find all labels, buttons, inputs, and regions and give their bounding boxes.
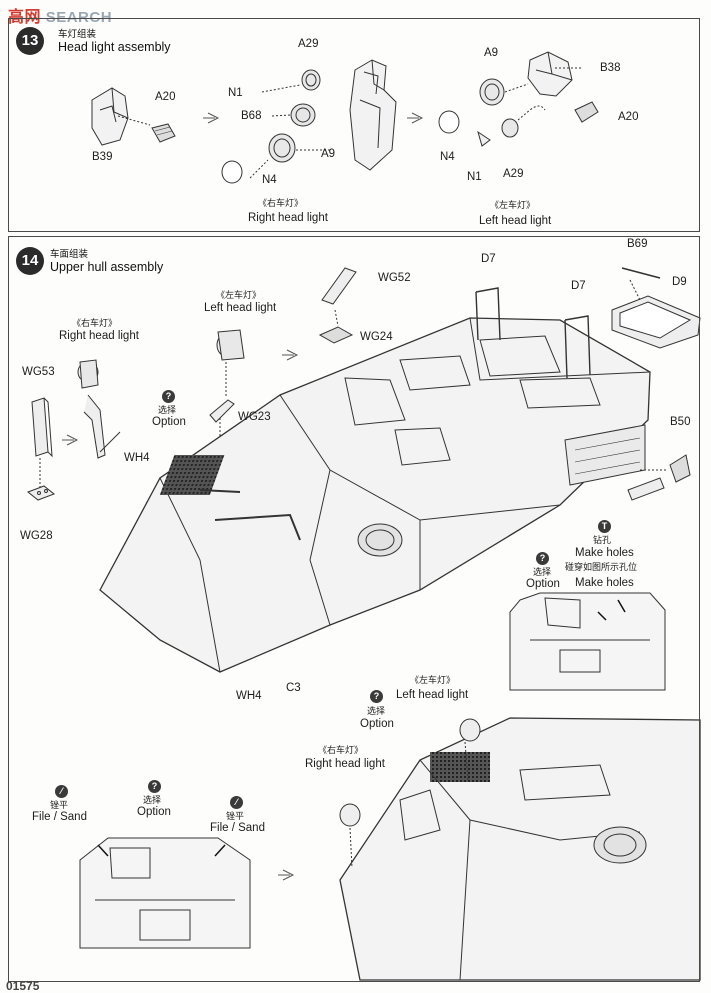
- option-badge-4: ?: [148, 780, 161, 793]
- drill-badge: T: [598, 520, 611, 533]
- step13-number: 13: [16, 27, 44, 55]
- label-wg53: WG53: [22, 366, 55, 378]
- file-sand-inset-drawing: [79, 837, 251, 949]
- option-badge-1: ?: [162, 390, 175, 403]
- make-holes-en: Make holes: [575, 547, 634, 559]
- option-cn-4: 选择: [143, 796, 162, 806]
- right-headlight-assy-drawing: [221, 59, 397, 184]
- option-en-4: Option: [137, 806, 171, 818]
- label-b50: B50: [670, 416, 691, 428]
- option-cn-1: 选择: [158, 406, 177, 416]
- label-b69: B69: [627, 238, 648, 250]
- watermark: 高网 SEARCH: [8, 9, 113, 26]
- part-a20-drawing: [151, 123, 176, 143]
- part-b39-drawing: [91, 87, 151, 146]
- step14-right-light-en-bottom: Right head light: [305, 758, 385, 770]
- left-headlight-assy-drawing: [438, 51, 599, 147]
- label-b38: B38: [600, 62, 621, 74]
- step14-left-light-cn-top: 《左车灯》: [216, 291, 262, 301]
- option-cn-3: 选择: [367, 707, 386, 717]
- label-b68: B68: [241, 110, 262, 122]
- label-a9-left: A9: [484, 47, 499, 59]
- label-a29-left: A29: [503, 168, 524, 180]
- label-a9-right: A9: [321, 148, 336, 160]
- step14-left-light-en-top: Left head light: [204, 302, 277, 314]
- file-cn-2: 锉平: [226, 812, 245, 822]
- upper-hull-drawing: [99, 317, 651, 673]
- step14-right-light-cn-top: 《右车灯》: [72, 319, 118, 329]
- label-wg24: WG24: [360, 331, 393, 343]
- file-badge-1: ⁄: [55, 785, 68, 798]
- option-en-1: Option: [152, 416, 186, 428]
- option-en-3: Option: [360, 718, 394, 730]
- label-d7-b: D7: [571, 280, 586, 292]
- step14-number: 14: [16, 247, 44, 275]
- label-c3: C3: [286, 682, 301, 694]
- part-b69-d9-drawing: [611, 267, 701, 349]
- part-wg53-drawing: [27, 397, 55, 501]
- caption-left-light-cn: 《左车灯》: [490, 201, 536, 211]
- step14-panel: [8, 236, 700, 982]
- make-holes-cn: 钻孔: [593, 536, 612, 546]
- label-n4-left: N4: [440, 151, 455, 163]
- step14-right-light-cn-bottom: 《右车灯》: [318, 746, 364, 756]
- label-b39: B39: [92, 151, 113, 163]
- option-cn-2: 选择: [533, 568, 552, 578]
- label-n4-right: N4: [262, 174, 277, 186]
- caption-right-light-en: Right head light: [248, 212, 328, 224]
- label-wg52: WG52: [378, 272, 411, 284]
- right-light-with-bracket-drawing: [77, 359, 121, 459]
- hull-closeup-drawing: [339, 717, 701, 981]
- caption-left-light-en: Left head light: [479, 215, 552, 227]
- file-en-1: File / Sand: [32, 811, 87, 823]
- step14-title-en: Upper hull assembly: [50, 260, 164, 274]
- part-b50-drawing: [627, 454, 691, 501]
- catalog-number: 01575: [6, 979, 40, 993]
- make-holes2-en: Make holes: [575, 577, 634, 589]
- left-light-option-drawing: [209, 329, 245, 500]
- step13-panel: [8, 18, 700, 232]
- label-wh4-a: WH4: [124, 452, 150, 464]
- part-wg52-wg24-drawing: [318, 267, 357, 344]
- label-n1-left: N1: [467, 171, 482, 183]
- option-badge-3: ?: [370, 690, 383, 703]
- label-d9: D9: [672, 276, 687, 288]
- file-en-2: File / Sand: [210, 822, 265, 834]
- part-d7-drawing: [475, 287, 591, 379]
- step13-title-en: Head light assembly: [58, 40, 171, 54]
- label-a20-right: A20: [618, 111, 639, 123]
- caption-right-light-cn: 《右车灯》: [258, 199, 304, 209]
- step13-title-cn: 车灯组装: [58, 29, 97, 40]
- label-d7-a: D7: [481, 253, 496, 265]
- make-holes2-cn: 碰穿如图所示孔位: [565, 563, 638, 573]
- label-wh4-b: WH4: [236, 690, 262, 702]
- step14-left-light-en-bottom: Left head light: [396, 689, 469, 701]
- file-cn-1: 锉平: [50, 801, 69, 811]
- label-wg23: WG23: [238, 411, 271, 423]
- make-holes-inset-drawing: [509, 592, 666, 691]
- file-badge-2: ⁄: [230, 796, 243, 809]
- option-en-2: Option: [526, 578, 560, 590]
- label-a20-left: A20: [155, 91, 176, 103]
- label-a29-right: A29: [298, 38, 319, 50]
- step14-right-light-en-top: Right head light: [59, 330, 139, 342]
- label-n1-right: N1: [228, 87, 243, 99]
- label-wg28: WG28: [20, 530, 53, 542]
- step14-title-cn: 车面组装: [50, 249, 89, 260]
- option-badge-2: ?: [536, 552, 549, 565]
- step14-left-light-cn-bottom: 《左车灯》: [410, 676, 456, 686]
